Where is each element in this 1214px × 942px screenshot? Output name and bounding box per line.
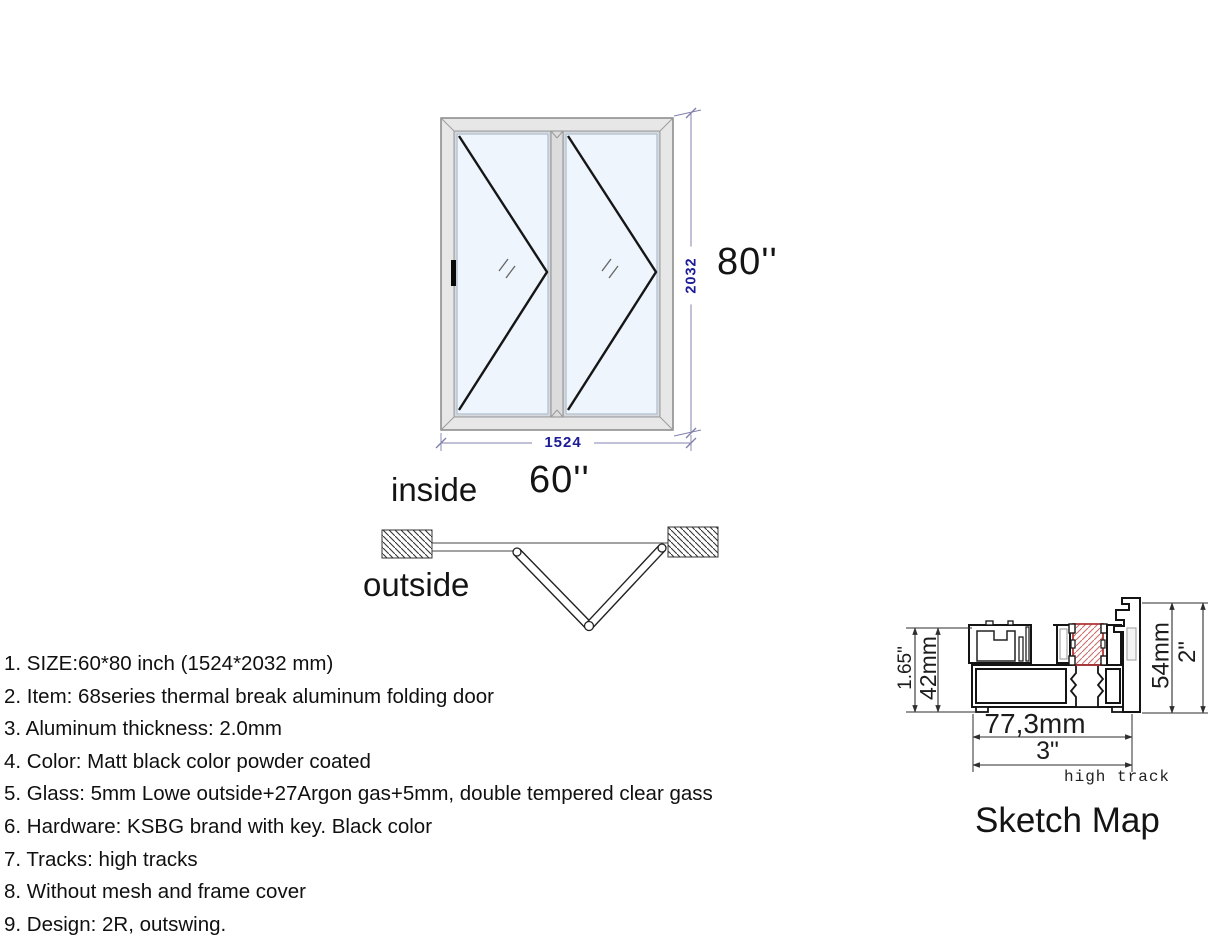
outside-label: outside bbox=[363, 566, 470, 603]
hinge-point bbox=[583, 620, 595, 632]
dim-bottom-mm: 77,3mm bbox=[984, 708, 1086, 739]
hinge-point bbox=[512, 547, 522, 557]
width-inch-label: 60'' bbox=[529, 459, 590, 501]
spec-line-9: 9. Design: 2R, outswing. bbox=[4, 912, 227, 936]
dim-left-mm: 42mm bbox=[914, 636, 941, 700]
height-inch-label: 80'' bbox=[717, 241, 778, 283]
dim-bottom-inch: 3" bbox=[1036, 737, 1059, 765]
spec-line-5: 5. Glass: 5mm Lowe outside+27Argon gas+5… bbox=[4, 782, 713, 806]
folded-panel-2 bbox=[585, 544, 666, 630]
inside-label: inside bbox=[391, 471, 478, 508]
fold-direction-mark-left bbox=[457, 135, 549, 411]
plan-view-drawing bbox=[381, 526, 719, 632]
door-mullion bbox=[550, 130, 564, 418]
spec-line-6: 6. Hardware: KSBG brand with key. Black … bbox=[4, 814, 433, 838]
thermal-break-red bbox=[1072, 623, 1104, 666]
width-dim-value: 1524 bbox=[532, 434, 594, 451]
wall-left bbox=[381, 529, 433, 559]
door-handle bbox=[451, 260, 456, 286]
height-dim-value: 2032 bbox=[682, 246, 700, 305]
dim-right-inch: 2" bbox=[1174, 641, 1201, 663]
fold-direction-mark-right bbox=[566, 135, 658, 411]
glass-panel-left bbox=[456, 133, 549, 415]
wall-right bbox=[667, 526, 719, 558]
hinge-point bbox=[657, 543, 667, 553]
track-profile-drawing bbox=[906, 597, 1208, 772]
sketch-map-title: Sketch Map bbox=[975, 801, 1160, 840]
spec-line-8: 8. Without mesh and frame cover bbox=[4, 880, 306, 904]
spec-line-4: 4. Color: Matt black color powder coated bbox=[4, 749, 371, 773]
door-elevation-drawing bbox=[435, 107, 702, 451]
spec-line-7: 7. Tracks: high tracks bbox=[4, 847, 198, 871]
spec-line-1: 1. SIZE:60*80 inch (1524*2032 mm) bbox=[4, 652, 334, 675]
spec-line-3: 3. Aluminum thickness: 2.0mm bbox=[4, 717, 282, 741]
high-track-label: high track bbox=[1064, 768, 1171, 786]
spec-line-2: 2. Item: 68series thermal break aluminum… bbox=[4, 684, 494, 708]
thermal-break-lower bbox=[1069, 664, 1105, 708]
spec-list: 1. SIZE:60*80 inch (1524*2032 mm) 2. Ite… bbox=[4, 648, 824, 941]
dim-right-mm: 54mm bbox=[1147, 622, 1174, 689]
folded-panel-1 bbox=[513, 548, 593, 630]
dim-left-inch: 1.65" bbox=[895, 646, 916, 690]
